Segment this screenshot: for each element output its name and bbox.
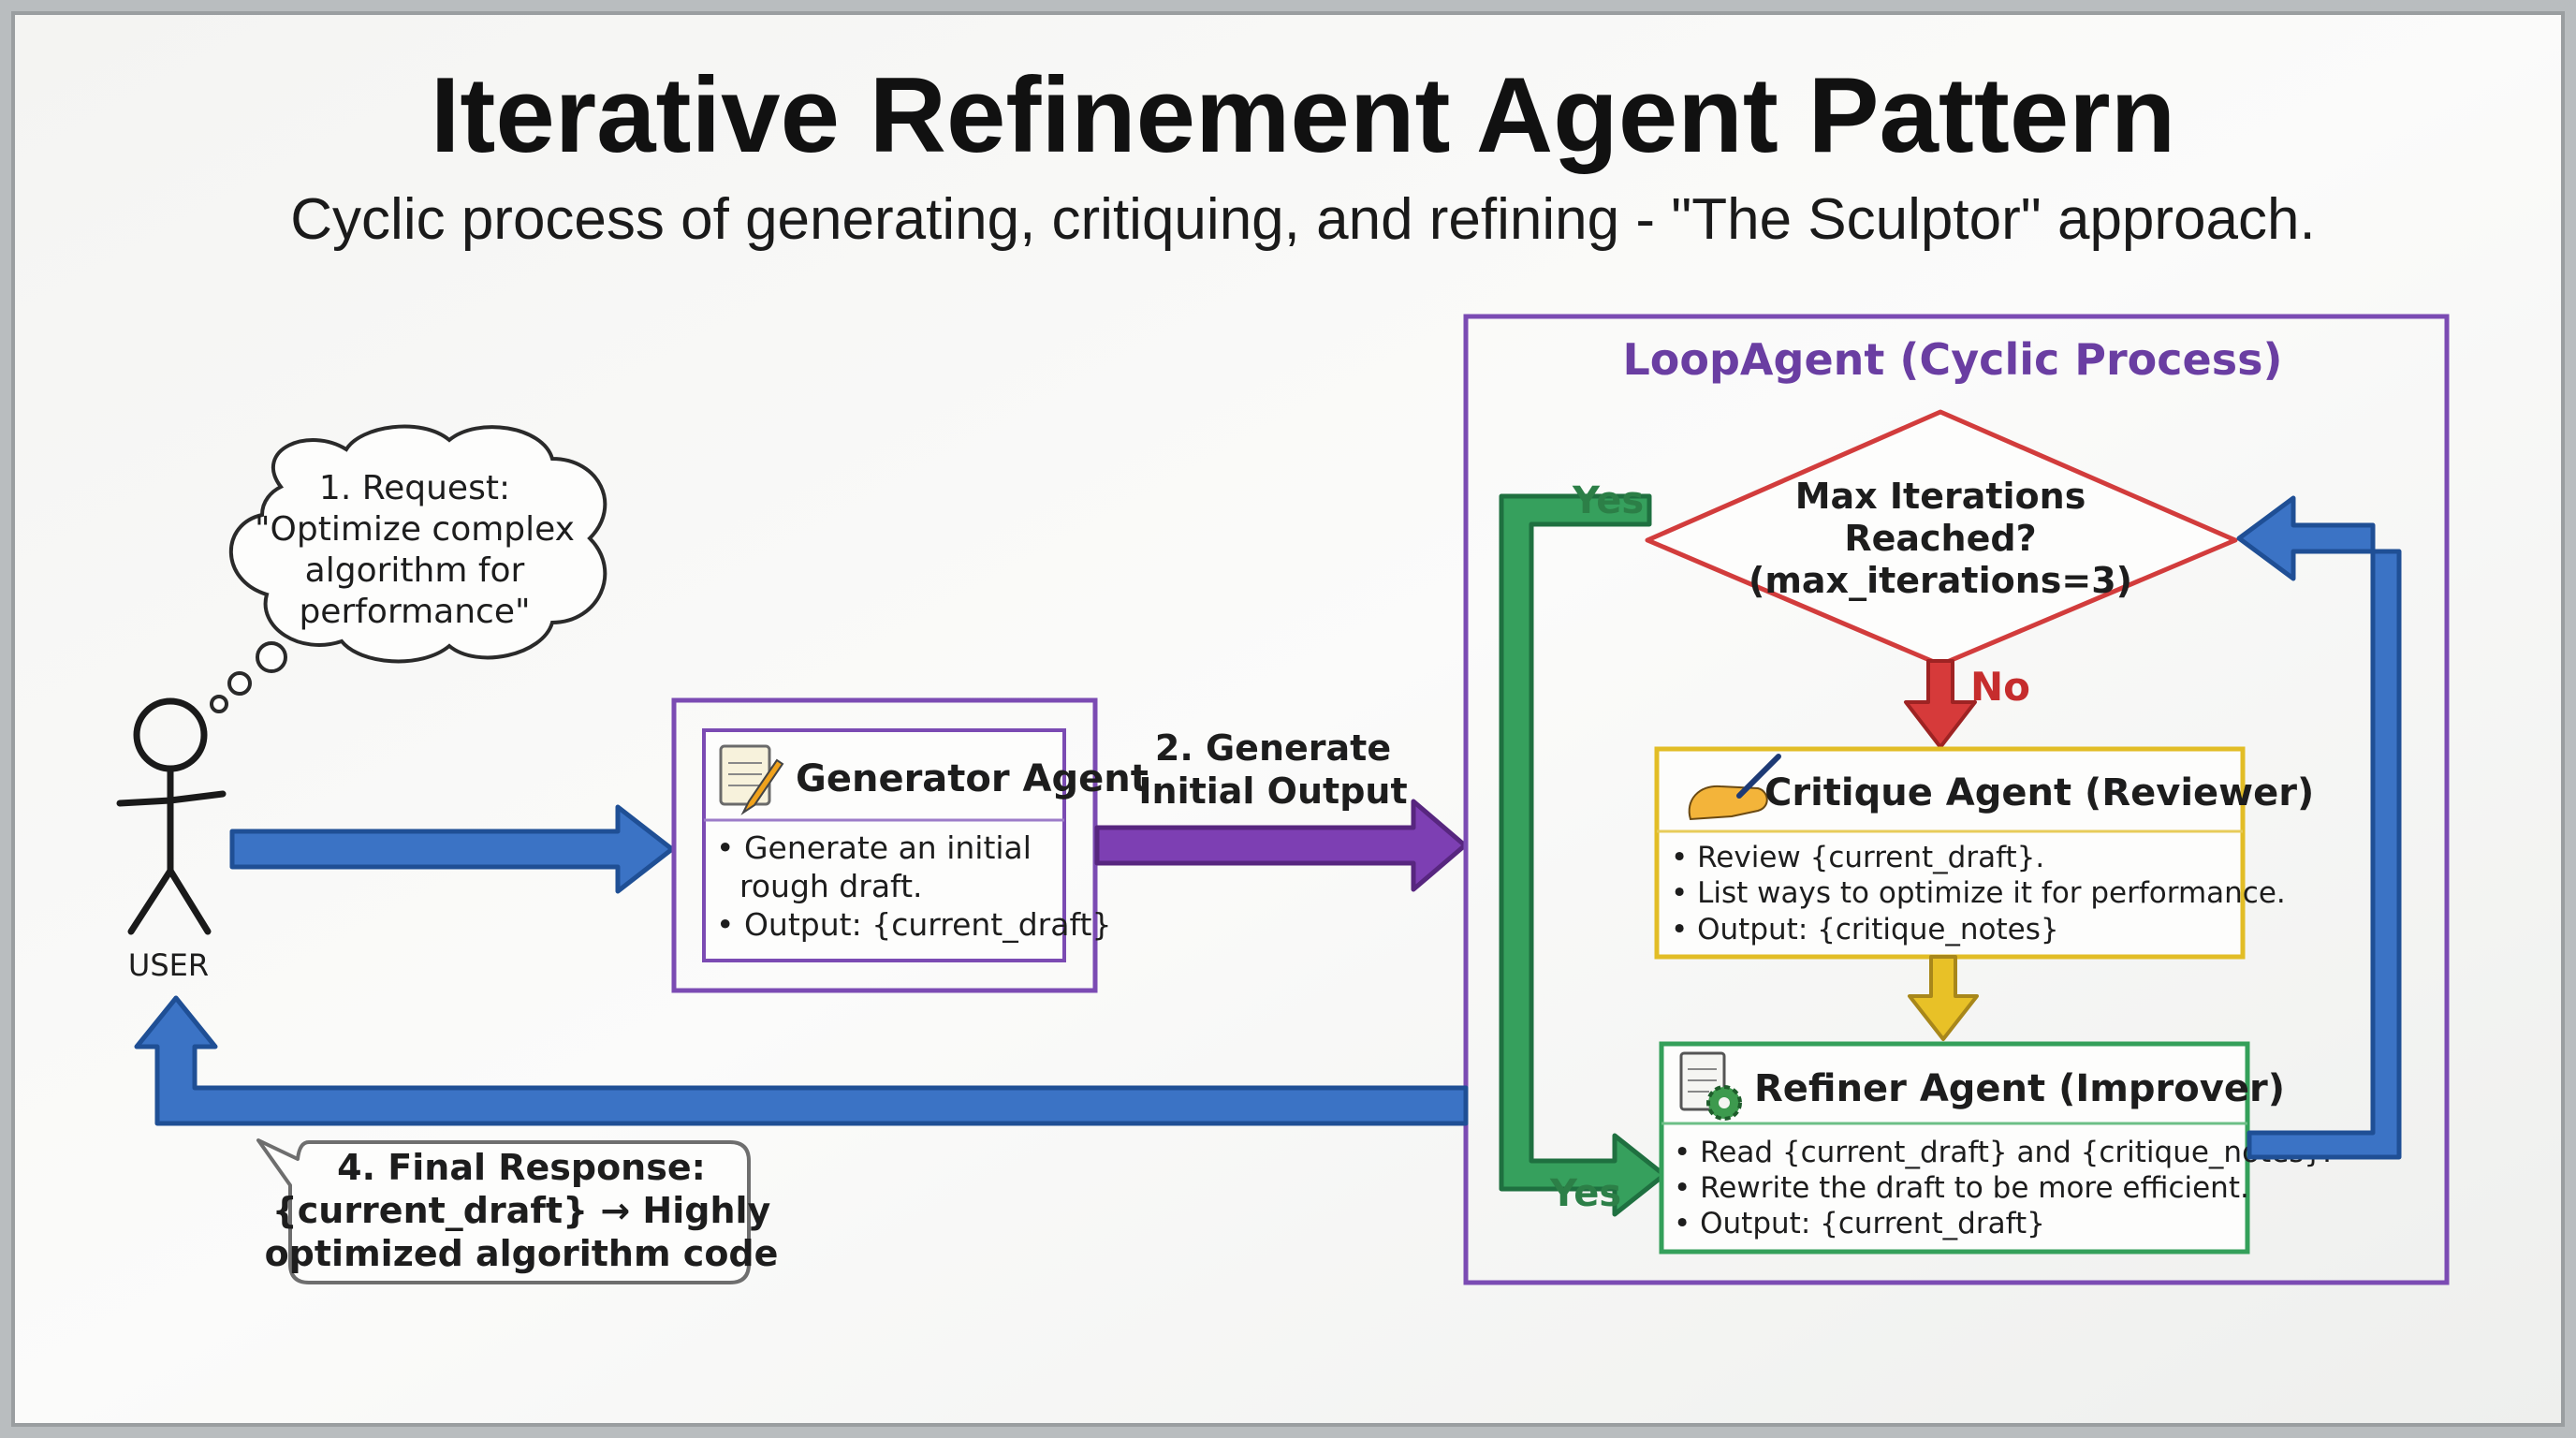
refiner-bullet-3: • Output: {current_draft}: [1674, 1207, 2045, 1240]
yes-label-top: Yes: [1572, 479, 1644, 522]
user-stick-figure: [116, 697, 227, 935]
user-label: USER: [128, 947, 209, 983]
thought-text: 1. Request: "Optimize complex algorithm …: [255, 469, 575, 631]
yes-label-bottom: Yes: [1549, 1172, 1621, 1215]
generator-bullet-1: • Generate an initial: [716, 829, 1032, 866]
thought-line-4: performance": [299, 593, 530, 631]
generator-bullet-2: rough draft.: [739, 868, 923, 904]
writing-hand-icon: [1688, 754, 1781, 821]
thought-line-3: algorithm for: [305, 551, 525, 590]
critique-bullet-3: • Output: {critique_notes}: [1671, 913, 2059, 946]
critique-bullet-1: • Review {current_draft}.: [1671, 841, 2044, 874]
refiner-bullet-1: • Read {current_draft} and {critique_not…: [1674, 1136, 2332, 1169]
final-response-line-2: {current_draft} → Highly: [272, 1190, 771, 1231]
critique-bullet-2: • List ways to optimize it for performan…: [1671, 876, 2286, 910]
critique-title: Critique Agent (Reviewer): [1764, 771, 2314, 814]
no-label: No: [1970, 664, 2030, 710]
refiner-title: Refiner Agent (Improver): [1754, 1067, 2285, 1110]
document-gear-icon: [1679, 1051, 1742, 1121]
generate-output-label: 2. Generate Initial Output: [1138, 727, 1407, 812]
generate-output-arrow: [1094, 799, 1468, 892]
thought-line-2: "Optimize complex: [255, 510, 575, 549]
generator-bullets: • Generate an initial rough draft. • Out…: [716, 829, 1111, 943]
page-title: Iterative Refinement Agent Pattern: [431, 56, 2176, 175]
thought-bubble: [210, 424, 607, 713]
user-to-generator-arrow: [229, 804, 675, 894]
refiner-bullet-2: • Rewrite the draft to be more efficient…: [1674, 1171, 2249, 1205]
refiner-bullets: • Read {current_draft} and {critique_not…: [1674, 1136, 2332, 1240]
generate-label-line-2: Initial Output: [1138, 770, 1407, 812]
thought-line-1: 1. Request:: [319, 469, 510, 507]
yes-exit-arrow: [1499, 493, 1667, 1217]
final-response-line-3: optimized algorithm code: [265, 1233, 779, 1274]
decision-line-2: Reached?: [1844, 518, 2036, 559]
no-arrow: [1904, 659, 1977, 749]
final-response-text: 4. Final Response: {current_draft} → Hig…: [265, 1147, 779, 1274]
refiner-agent-box: [1659, 1041, 2250, 1255]
final-response-bubble: [256, 1138, 751, 1284]
critique-to-refiner-arrow: [1908, 955, 1979, 1041]
generator-title: Generator Agent: [796, 757, 1149, 800]
decision-line-1: Max Iterations: [1795, 476, 2086, 517]
generator-bullet-3: • Output: {current_draft}: [716, 906, 1111, 943]
page-subtitle: Cyclic process of generating, critiquing…: [290, 187, 2315, 252]
decision-line-3: (max_iterations=3): [1749, 560, 2132, 601]
final-response-arrow: [134, 995, 1469, 1126]
loop-back-arrow: [2236, 495, 2402, 1160]
generate-label-line-1: 2. Generate: [1155, 727, 1391, 769]
critique-bullets: • Review {current_draft}. • List ways to…: [1671, 841, 2286, 946]
loop-agent-title: LoopAgent (Cyclic Process): [1622, 334, 2282, 385]
decision-text: Max Iterations Reached? (max_iterations=…: [1749, 476, 2132, 601]
final-response-line-1: 4. Final Response:: [337, 1147, 706, 1188]
notepad-pencil-icon: [719, 744, 784, 815]
loop-agent-container: [1463, 314, 2450, 1285]
